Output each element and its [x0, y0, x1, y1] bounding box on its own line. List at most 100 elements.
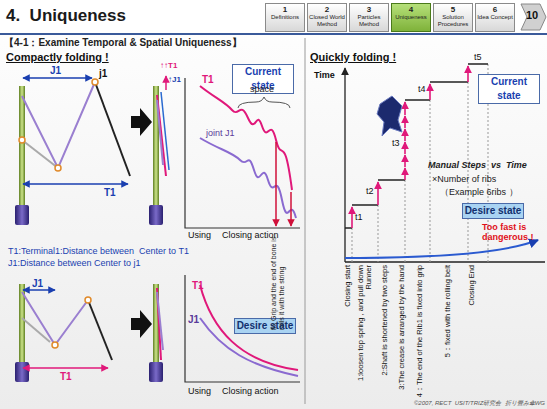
text-label: Using	[188, 386, 218, 396]
box-text: Idea Concept	[476, 14, 514, 21]
umbrella-open	[15, 362, 29, 382]
transform-arrow	[131, 310, 152, 338]
time-chart	[404, 129, 406, 141]
text-label: space	[250, 84, 290, 94]
state-box: Desire state	[462, 203, 524, 219]
umbrella-closed	[165, 76, 167, 90]
umbrella-closed	[157, 292, 163, 350]
umbrella-open	[15, 205, 29, 225]
umbrella-open	[92, 79, 98, 85]
time-chart	[345, 64, 545, 262]
time-chart	[377, 182, 379, 205]
time-chart	[351, 207, 353, 228]
time-chart	[429, 84, 431, 100]
umbrella-open	[22, 140, 58, 168]
text-label: 【4-1：Examine Temporal & Spatial Uniquene…	[4, 37, 304, 48]
text-label: t4	[418, 84, 438, 94]
umbrella-open	[23, 289, 55, 291]
slide-title: 4. Uniqueness	[6, 6, 126, 26]
time-chart	[404, 116, 406, 128]
umbrella-closed	[149, 76, 169, 225]
time-chart	[468, 63, 488, 65]
time-chart	[378, 205, 379, 262]
box-heading: Current state	[479, 75, 539, 103]
umbrella-open	[19, 86, 25, 208]
section-tab: 4Uniqueness	[391, 3, 431, 32]
box-text: Uniqueness	[392, 14, 430, 21]
state-box: Desire state	[234, 318, 296, 334]
text-label: Manual Steps vs Time	[428, 160, 546, 170]
rotated-note: 4：The end of the Rib1 is fixed into grip	[416, 265, 424, 401]
text-label: t1	[355, 212, 375, 222]
time-chart	[430, 100, 431, 262]
rotated-note: 3:The crease is arranged by the hand	[398, 265, 406, 401]
box-heading: 6	[476, 5, 514, 14]
text-label: joint J1	[206, 128, 256, 138]
text-label: t3	[392, 138, 412, 148]
time-chart	[377, 96, 402, 136]
text-label: J1	[188, 314, 208, 325]
text-label: ↑↑T1	[160, 62, 194, 71]
text-label: ×Number of ribs	[432, 174, 542, 184]
distance-chart	[238, 97, 290, 108]
time-chart	[352, 228, 353, 262]
box-text: Definitions	[266, 14, 304, 21]
transform-arrow	[131, 108, 152, 136]
text-label: T1	[60, 371, 80, 382]
time-chart	[404, 102, 406, 115]
time-chart	[404, 142, 406, 154]
box-text: Solution Procedures	[434, 14, 472, 27]
box-heading: 5	[434, 5, 472, 14]
time-chart	[405, 99, 430, 101]
rotated-note: 2:Shaft is shortened by two steps	[381, 265, 389, 401]
text-label: ©2007, RECT USIT/TRIZ研究会 折り畳み傘WG	[340, 400, 545, 407]
section-tab: 6Idea Concept	[475, 3, 515, 32]
time-chart	[345, 227, 352, 229]
box-heading: 3	[350, 5, 388, 14]
umbrella-open	[22, 292, 88, 345]
box-heading: Desire state	[235, 319, 295, 333]
header-frame	[0, 0, 547, 34]
time-chart	[352, 204, 378, 206]
time-chart	[345, 240, 538, 258]
section-tab: 5Solution Procedures	[433, 3, 473, 32]
umbrella-closed	[161, 92, 169, 170]
text-label: t2	[366, 186, 386, 196]
time-chart	[378, 179, 405, 181]
umbrella-open	[88, 300, 112, 360]
rotated-note: Closing start	[344, 265, 352, 401]
box-text: Closed World Method	[308, 14, 346, 27]
rotated-note: 5：fixed with the rolling belt	[444, 265, 452, 401]
time-chart	[345, 261, 545, 262]
umbrella-open	[85, 297, 91, 303]
text-label: Compactly folding !	[6, 51, 136, 63]
umbrella-closed	[149, 205, 163, 225]
text-label: J1:Distance between Center to j1	[8, 258, 268, 268]
umbrella-open	[52, 342, 58, 348]
distance-chart	[185, 78, 300, 228]
distance-chart	[200, 138, 296, 218]
text-label: T1:Terminal1:Distance between Center to …	[8, 246, 268, 256]
text-label: T1	[192, 280, 212, 291]
umbrella-closed	[149, 362, 163, 382]
rotated-note: fix Grip and the end of bone is rolls it…	[270, 235, 286, 330]
text-label: Using	[188, 230, 218, 240]
distance-chart	[185, 78, 300, 228]
distance-chart	[290, 192, 292, 226]
umbrella-open	[23, 183, 128, 185]
distance-chart	[275, 142, 277, 226]
umbrella-open	[23, 77, 92, 79]
umbrella-closed	[157, 95, 166, 176]
box-heading: 4	[392, 5, 430, 14]
text-label: ↑J1	[168, 76, 198, 85]
text-label: （Example 6ribs ）	[440, 187, 540, 197]
header-frame	[521, 4, 546, 30]
text-label: T1	[104, 187, 124, 198]
text-label: t5	[474, 52, 494, 62]
text-label: Too fast is dangerous !	[482, 222, 544, 242]
umbrella-closed	[149, 284, 163, 382]
text-label: Quickly folding !	[310, 51, 430, 63]
text-label: 10	[526, 9, 544, 21]
box-heading: 2	[308, 5, 346, 14]
text-label: j1	[99, 68, 119, 79]
